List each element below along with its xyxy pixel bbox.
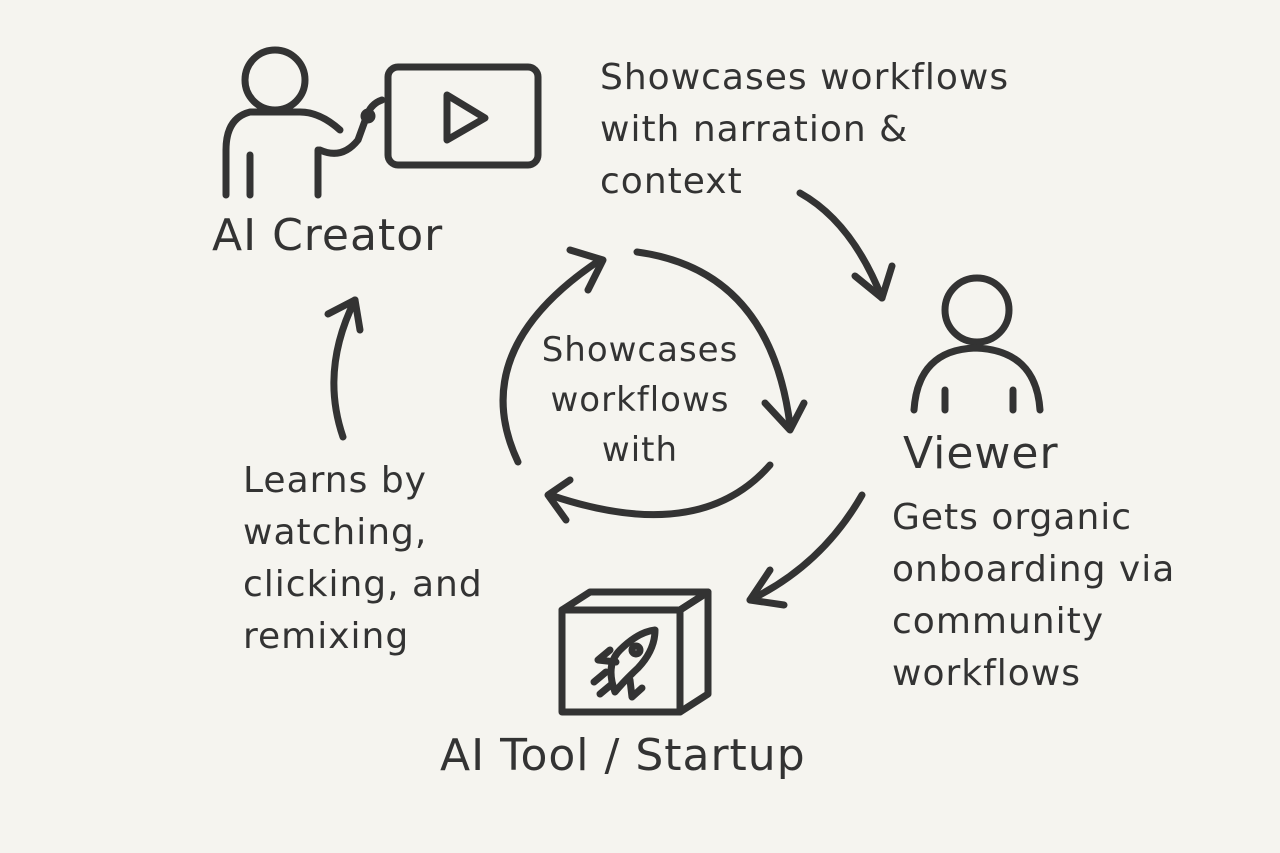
tool-label: AI Tool / Startup <box>440 730 806 781</box>
caption-line: workflows <box>892 653 1082 694</box>
arrow-creator-to-viewer <box>796 189 896 302</box>
cycle-arrow-bottom <box>544 461 774 524</box>
caption-line: Learns by <box>243 460 427 501</box>
caption-line: Showcases workflows <box>600 57 1010 98</box>
box-rocket-icon <box>558 588 712 716</box>
center-line: Showcases <box>541 330 739 370</box>
caption-line: with narration & <box>600 109 909 150</box>
creator-person-icon <box>222 46 386 199</box>
arrow-viewer-to-tool <box>746 491 866 609</box>
arrow-tool-to-creator <box>324 296 364 441</box>
creator-to-viewer-caption: Showcases workflows with narration & con… <box>600 52 1009 208</box>
cycle-arrow-left <box>499 246 607 466</box>
cycle-arrow-top-right <box>633 248 808 434</box>
creator-label: AI Creator <box>212 210 444 261</box>
caption-line: watching, <box>243 512 428 553</box>
center-line: workflows <box>550 380 730 420</box>
caption-line: onboarding via <box>892 549 1176 590</box>
viewer-label: Viewer <box>903 428 1059 479</box>
caption-line: remixing <box>243 616 410 657</box>
video-play-icon <box>384 63 542 169</box>
tool-to-creator-caption: Learns by watching, clicking, and remixi… <box>243 455 483 663</box>
caption-line: community <box>892 601 1105 642</box>
caption-line: clicking, and <box>243 564 483 605</box>
viewer-to-tool-caption: Gets organic onboarding via community wo… <box>892 492 1175 700</box>
center-cycle-text: Showcases workflows with <box>530 325 750 475</box>
caption-line: Gets organic <box>892 497 1133 538</box>
viewer-person-icon <box>910 274 1044 414</box>
center-line: with <box>601 430 679 470</box>
caption-line: context <box>600 161 743 202</box>
